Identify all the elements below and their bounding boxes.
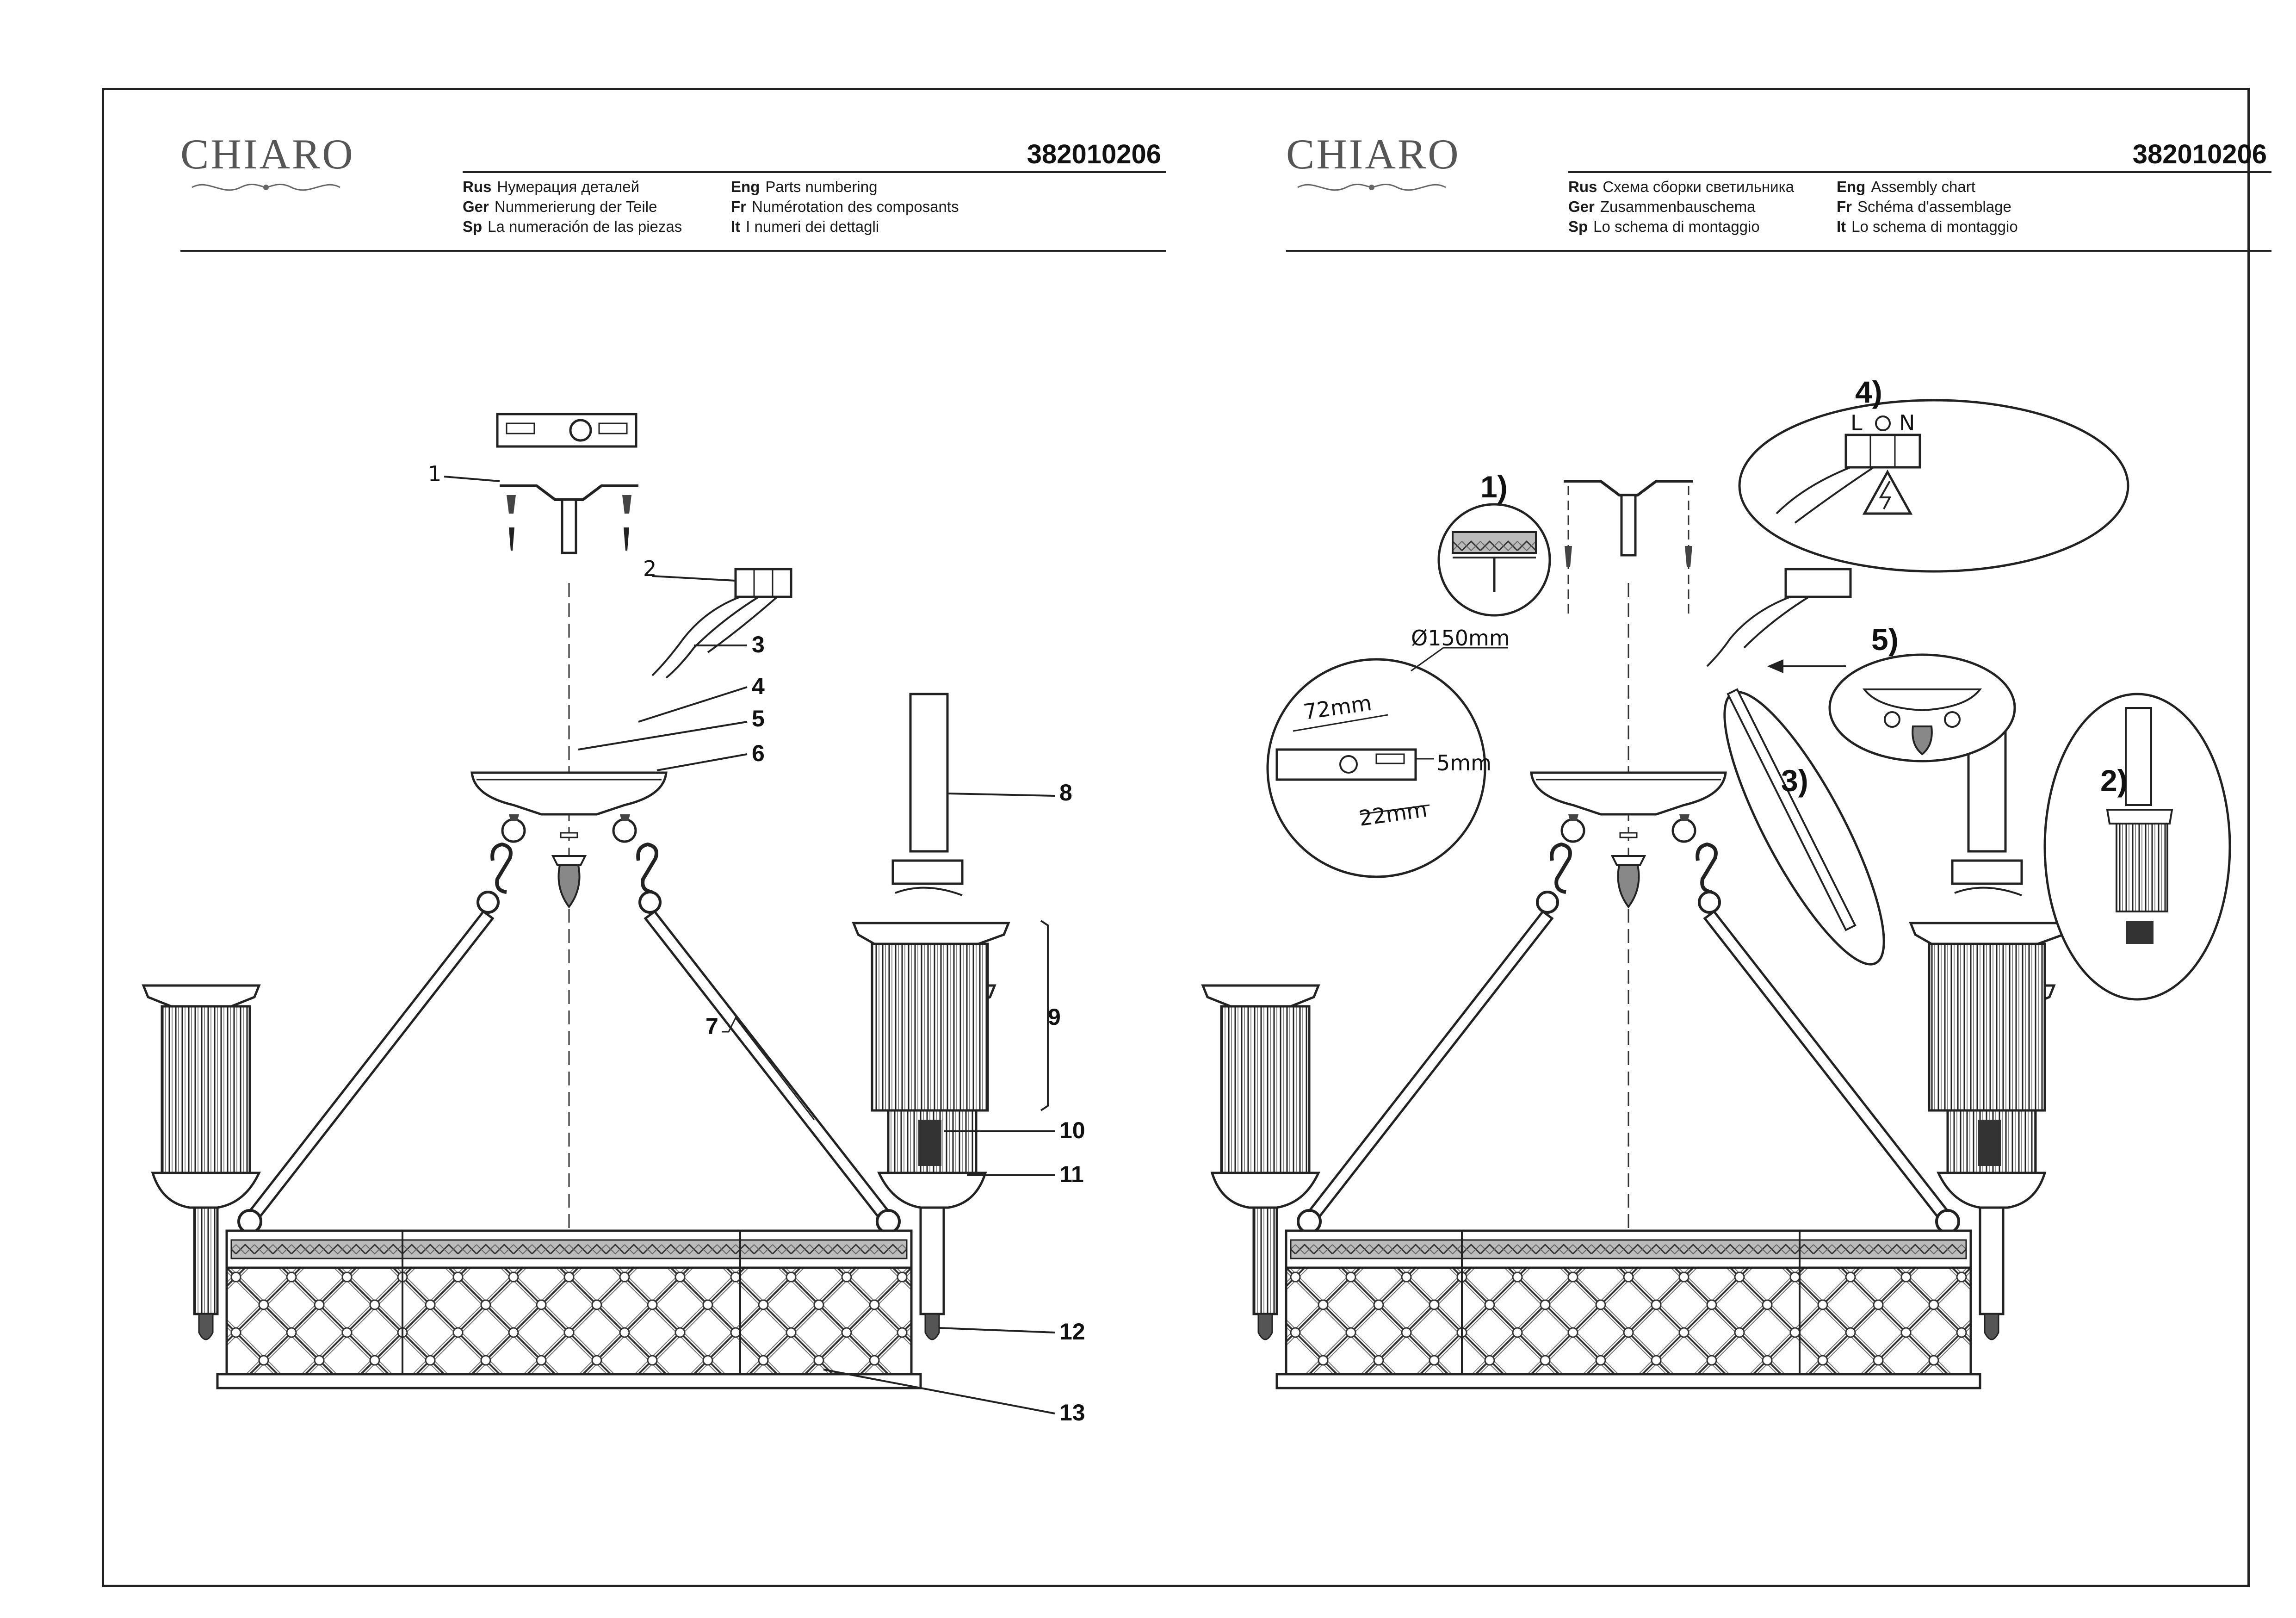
step-label: 3) xyxy=(1781,763,1808,798)
part-label: 10 xyxy=(1059,1117,1085,1143)
title-text: Schéma d'assemblage xyxy=(1857,198,2011,215)
product-code: 382010206 xyxy=(2132,139,2267,169)
title-rus: Rus Схема сборки светильника xyxy=(1568,179,1794,195)
parts-drawing: 1 2 3 4 5 6 7 8 9 10 11 12 13 xyxy=(143,413,1085,1426)
lang-code: Rus xyxy=(463,178,492,195)
part-label: 5 xyxy=(752,706,765,732)
lang-code: Eng xyxy=(731,178,760,195)
logo-ornament-icon xyxy=(192,184,340,191)
header-rule-top xyxy=(463,171,1166,173)
lang-code: Rus xyxy=(1568,178,1597,195)
dimension-diameter: Ø150mm xyxy=(1411,626,1510,651)
header-rule-top xyxy=(1568,171,2271,173)
title-text: Zusammenbauschema xyxy=(1600,198,1756,215)
title-text: Numérotation des composants xyxy=(752,198,959,215)
part-label: 13 xyxy=(1059,1400,1085,1426)
header-rule-bottom xyxy=(1286,250,2271,252)
title-eng: Eng Assembly chart xyxy=(1837,179,1975,195)
step-label: 2) xyxy=(2100,763,2128,798)
right-sheet: CHIARO 382010206 Rus Схема сборки светиль… xyxy=(1207,88,2271,1587)
brand-logo: CHIARO xyxy=(180,130,356,204)
left-sheet: CHIARO 382010206 Rus Нумерация деталей Ge… xyxy=(102,88,1166,1587)
page-frame xyxy=(102,88,2250,1587)
product-code: 382010206 xyxy=(1027,139,1161,169)
lang-code: It xyxy=(731,218,741,235)
title-text: Assembly chart xyxy=(1871,178,1975,195)
lang-code: Fr xyxy=(731,198,746,215)
title-text: Nummerierung der Teile xyxy=(494,198,657,215)
step-label: 1) xyxy=(1480,470,1508,504)
part-label: 2 xyxy=(643,556,656,581)
title-ger: Ger Zusammenbauschema xyxy=(1568,198,1756,215)
title-ger: Ger Nummerierung der Teile xyxy=(463,198,657,215)
lang-code: Sp xyxy=(463,218,483,235)
part-label: 11 xyxy=(1059,1161,1084,1187)
title-it: It Lo schema di montaggio xyxy=(1837,218,2018,235)
title-fr: Fr Numérotation des composants xyxy=(731,198,959,215)
title-it: It I numeri dei dettagli xyxy=(731,218,879,235)
title-text: Lo schema di montaggio xyxy=(1851,218,2018,235)
title-text: Схема сборки светильника xyxy=(1603,178,1795,195)
step-label: 5) xyxy=(1871,622,1899,657)
part-label: 8 xyxy=(1059,780,1072,806)
lang-code: Sp xyxy=(1568,218,1588,235)
logo-text: CHIARO xyxy=(180,130,355,178)
title-eng: Eng Parts numbering xyxy=(731,179,877,195)
lang-code: It xyxy=(1837,218,1846,235)
title-text: Parts numbering xyxy=(765,178,878,195)
lang-code: Ger xyxy=(463,198,489,215)
assembly-drawing: 1) Ø150mm 72mm 5mm 22mm 3) L N 4) xyxy=(1203,375,2231,1388)
part-label: 7 xyxy=(706,1013,718,1039)
lang-code: Eng xyxy=(1837,178,1866,195)
title-sp: Sp La numeración de las piezas xyxy=(463,218,682,235)
logo-ornament-icon xyxy=(1297,184,1446,191)
dimension-hole: 5mm xyxy=(1436,750,1491,775)
header-rule-bottom xyxy=(180,250,1166,252)
title-rus: Rus Нумерация деталей xyxy=(463,179,639,195)
earth-icon xyxy=(1875,415,1891,431)
warning-icon xyxy=(1862,469,1913,515)
part-label: 9 xyxy=(1048,1004,1061,1030)
part-label: 1 xyxy=(428,461,441,486)
title-text: Lo schema di montaggio xyxy=(1593,218,1760,235)
part-label: 6 xyxy=(752,740,765,766)
lang-code: Ger xyxy=(1568,198,1595,215)
title-text: Нумерация деталей xyxy=(497,178,640,195)
logo-text: CHIARO xyxy=(1286,130,1461,178)
brand-logo: CHIARO xyxy=(1286,130,1462,204)
step-label: 4) xyxy=(1855,375,1882,409)
part-label: 3 xyxy=(752,632,765,657)
title-sp: Sp Lo schema di montaggio xyxy=(1568,218,1760,235)
title-text: La numeración de las piezas xyxy=(488,218,682,235)
lang-code: Fr xyxy=(1837,198,1852,215)
title-fr: Fr Schéma d'assemblage xyxy=(1837,198,2011,215)
terminal-neutral: N xyxy=(1899,410,1915,435)
part-label: 12 xyxy=(1059,1319,1085,1345)
part-label: 4 xyxy=(752,673,765,699)
terminal-live: L xyxy=(1850,410,1863,435)
title-text: I numeri dei dettagli xyxy=(746,218,879,235)
